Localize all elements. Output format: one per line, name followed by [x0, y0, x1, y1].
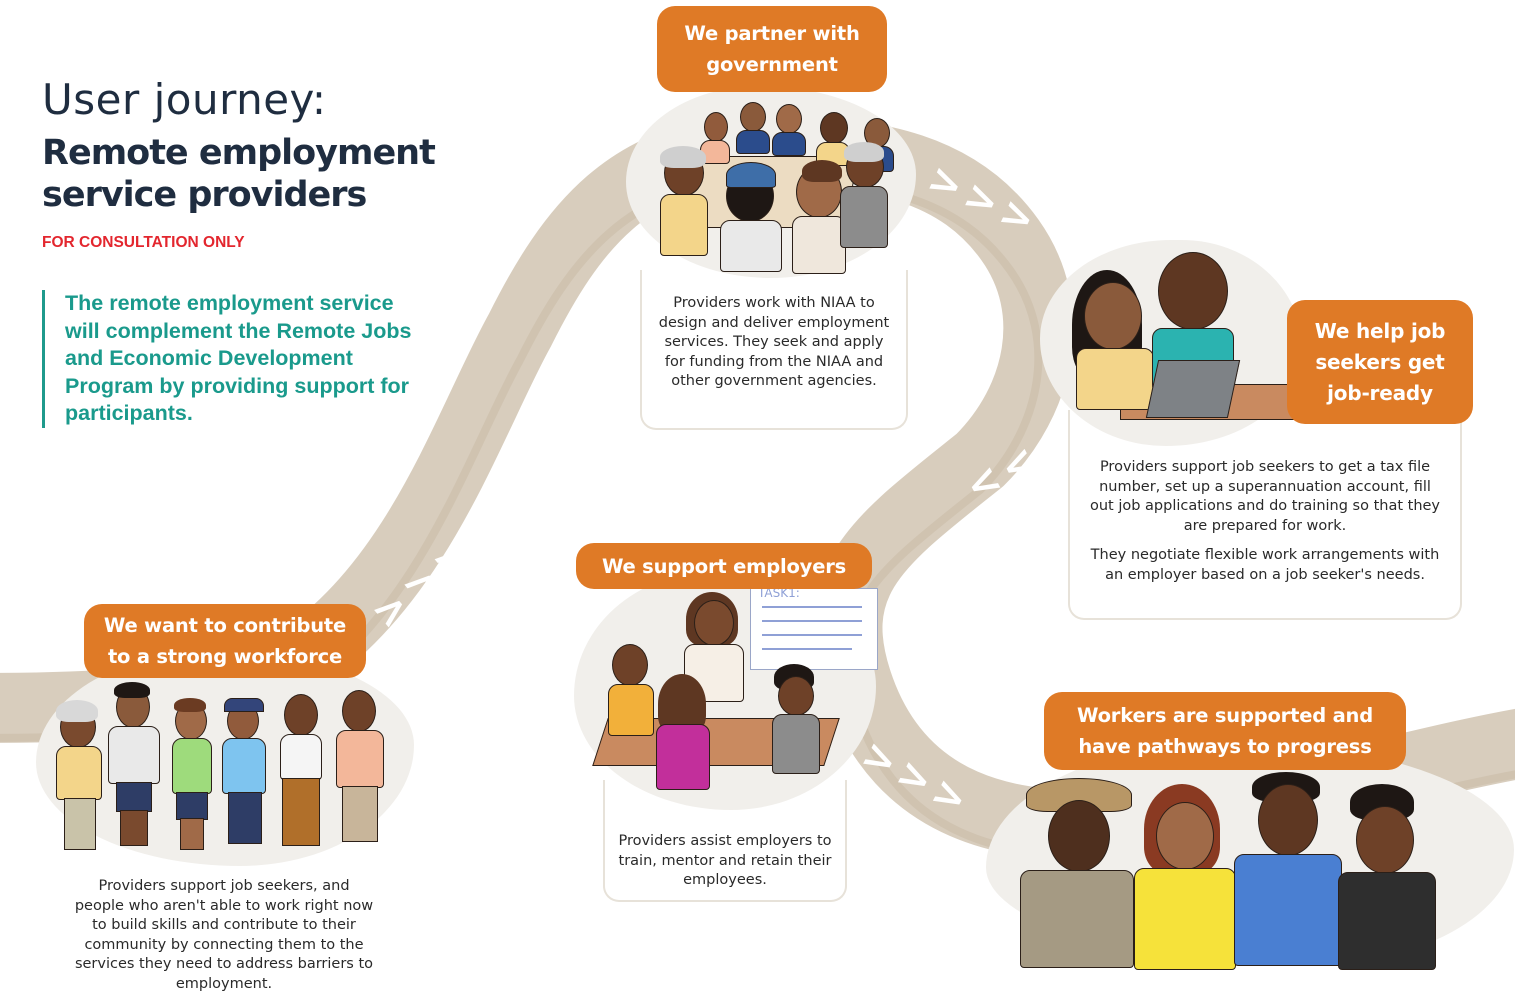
- page-title: User journey:: [42, 75, 327, 124]
- step-text-job-ready-2: They negotiate flexible work arrangement…: [1090, 547, 1440, 583]
- step-text-contribute: Providers support job seekers, and peopl…: [74, 878, 374, 992]
- step-title-employers: We support employers: [576, 543, 872, 589]
- step-text-employers: Providers assist employers to train, men…: [618, 833, 832, 889]
- whiteboard-line: [762, 606, 862, 608]
- step-title-workers: Workers are supported and have pathways …: [1044, 692, 1406, 770]
- step-card-partner: Providers work with NIAA to design and d…: [640, 270, 908, 430]
- page-subtitle: Remote employment service providers: [42, 133, 436, 215]
- whiteboard-line: [762, 620, 862, 622]
- intro-text: The remote employment service will compl…: [42, 290, 425, 428]
- step-text-job-ready: Providers support job seekers to get a t…: [1089, 459, 1441, 534]
- consultation-note: FOR CONSULTATION ONLY: [42, 234, 245, 251]
- step-card-job-ready: Providers support job seekers to get a t…: [1068, 410, 1462, 620]
- step-title-partner: We partner with government: [657, 6, 887, 92]
- whiteboard-title: TASK1:: [758, 586, 800, 600]
- whiteboard: [750, 588, 878, 670]
- step-title-contribute: We want to contribute to a strong workfo…: [84, 604, 366, 678]
- laptop: [1145, 360, 1241, 418]
- step-title-job-ready: We help job seekers get job-ready: [1287, 300, 1473, 424]
- step-text-partner: Providers work with NIAA to design and d…: [658, 295, 890, 390]
- whiteboard-line: [762, 648, 852, 650]
- whiteboard-line: [762, 634, 862, 636]
